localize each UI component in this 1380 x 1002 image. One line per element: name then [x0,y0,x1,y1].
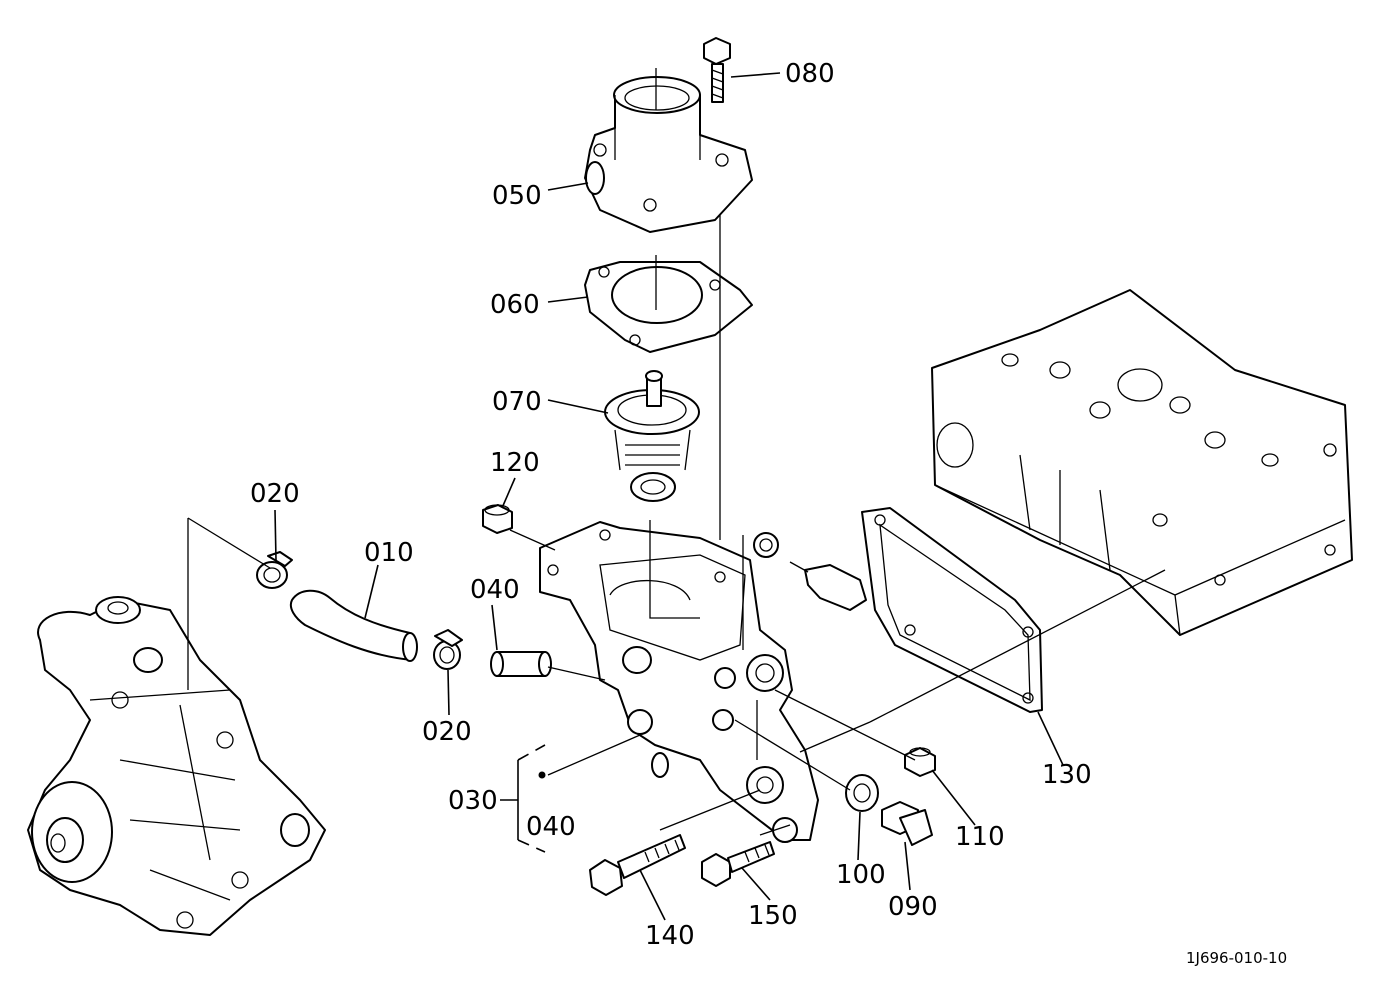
group-dot-marker [538,771,546,779]
thermostat-housing-030-drawing [539,521,819,843]
temp-sender-drawing [753,532,867,611]
bolt-140-drawing [589,834,686,896]
label-090: 090 [888,892,938,922]
label-030: 030 [448,786,498,816]
clamp-020-upper-drawing [256,551,293,589]
label-040-lower: 040 [526,812,576,842]
label-020-upper: 020 [250,479,300,509]
bolt-150-drawing [701,841,775,887]
label-140: 140 [645,921,695,951]
part-labels: 080 050 060 070 120 020 010 040 020 130 … [250,59,1287,967]
label-010: 010 [364,538,414,568]
diagram-reference-code: 1J696-010-10 [1186,949,1287,967]
label-040-upper: 040 [470,575,520,605]
clamp-020-lower-drawing [433,629,463,670]
label-060: 060 [490,290,540,320]
thermostat-cover-050-drawing [584,76,753,233]
reference-lines [187,68,1166,836]
water-pump-drawing [27,596,326,936]
label-110: 110 [955,822,1005,852]
label-150: 150 [748,901,798,931]
thermostat-070-drawing [604,370,700,502]
label-050: 050 [492,181,542,211]
bolt-080-drawing [703,37,731,103]
label-020-lower: 020 [422,717,472,747]
label-120: 120 [490,448,540,478]
label-080: 080 [785,59,835,89]
plug-120-drawing [482,504,513,534]
cylinder-head-drawing [931,289,1353,636]
label-130: 130 [1042,760,1092,790]
plug-090-drawing [881,801,933,846]
gasket-060-drawing [584,261,753,353]
plug-110-drawing [904,747,936,777]
label-100: 100 [836,860,886,890]
pipe-040-drawing [490,651,552,677]
label-070: 070 [492,387,542,417]
washer-100-drawing [845,774,879,812]
hose-010-drawing [289,589,418,662]
gasket-130-drawing [861,507,1043,713]
leader-lines [274,72,1064,921]
